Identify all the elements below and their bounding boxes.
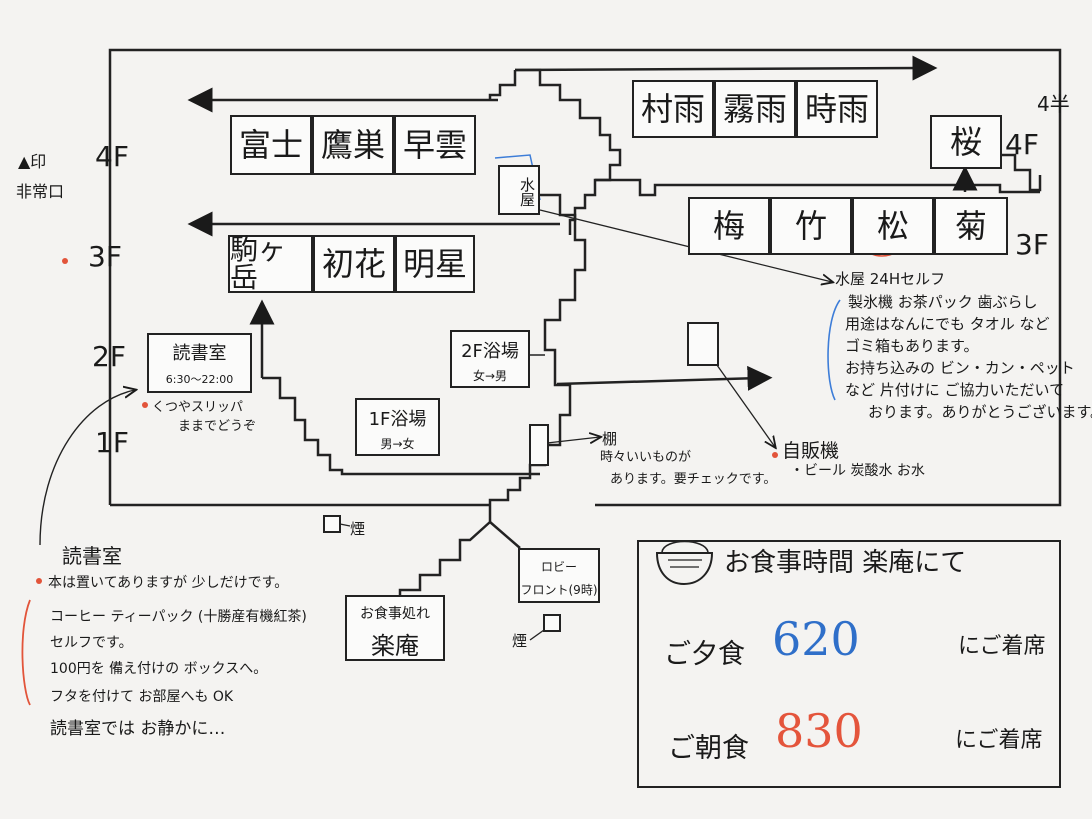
mizuya-line-5: など 片付けに ご協力いただいて bbox=[845, 381, 1065, 399]
dinner-label: ご夕食 bbox=[664, 639, 745, 670]
vending-title: 自販機 bbox=[782, 440, 840, 462]
reading-notes-title: 読書室 bbox=[62, 544, 122, 568]
room-kiku: 菊 bbox=[934, 197, 1008, 255]
mizuya-line-1: 製氷機 お茶パック 歯ぶらし bbox=[848, 293, 1038, 311]
dinner-suffix: にご着席 bbox=[958, 634, 1046, 659]
bath-1f-name: 1F浴場 bbox=[368, 409, 427, 430]
staircase-right bbox=[515, 68, 622, 235]
bath-1f-sub: 男→女 bbox=[380, 437, 415, 451]
room-myojo: 明星 bbox=[395, 235, 475, 293]
room-fuji: 富士 bbox=[230, 115, 312, 175]
arrow-4f-right bbox=[514, 55, 938, 81]
mizuya-line-3: ゴミ箱もあります。 bbox=[845, 337, 979, 355]
reading-notes-line-1: 本は置いてありますが 少しだけです。 bbox=[48, 575, 289, 591]
red-mark-reading bbox=[142, 402, 148, 408]
emergency-exit-label: 非常口 bbox=[16, 182, 65, 201]
reading-note-pointer bbox=[39, 390, 135, 546]
mizuya-title: 水屋 24Hセルフ bbox=[835, 270, 946, 288]
red-mark-3f bbox=[62, 258, 68, 264]
room-hatsuhana: 初花 bbox=[313, 235, 395, 293]
red-mark-vending bbox=[772, 452, 778, 458]
breakfast-label: ご朝食 bbox=[668, 733, 749, 764]
bath-1f-box: 1F浴場 男→女 bbox=[355, 398, 440, 456]
room-ume: 梅 bbox=[688, 197, 770, 255]
bath-2f-sub: 女→男 bbox=[472, 369, 508, 383]
red-mark-notes bbox=[36, 578, 42, 584]
blue-bracket bbox=[827, 299, 841, 401]
mizuya-pointer bbox=[539, 209, 832, 282]
building-outline bbox=[108, 48, 1062, 507]
floor-label-1f: 1F bbox=[95, 426, 129, 459]
shelf-title: 棚 bbox=[602, 430, 618, 448]
dining-line-2: 楽庵 bbox=[371, 632, 419, 660]
room-murasame: 村雨 bbox=[632, 80, 714, 138]
smoking-label-2: 煙 bbox=[512, 632, 528, 650]
floor-label-2f: 2F bbox=[92, 340, 126, 373]
lobby-line-2: フロント(9時) bbox=[520, 583, 598, 597]
lobby-box: ロビー フロント(9時) bbox=[518, 548, 600, 603]
smoking-label-1: 煙 bbox=[350, 520, 366, 538]
floor-label-4f: 4F bbox=[95, 140, 129, 173]
dining-box: お食事処れ 楽庵 bbox=[345, 595, 445, 661]
reading-notes-line-5: フタを付けて お部屋へも OK bbox=[50, 689, 234, 705]
staircase-upper-left bbox=[488, 70, 517, 100]
room-sakura: 桜 bbox=[930, 115, 1002, 169]
mizuya-line-6: おります。ありがとうございます。 bbox=[868, 403, 1092, 421]
shelf-pointer bbox=[546, 437, 600, 443]
room-komagatake: 駒ヶ岳 bbox=[228, 235, 313, 293]
smoking-box-2 bbox=[543, 614, 561, 632]
bath-2f-name: 2F浴場 bbox=[461, 341, 519, 362]
room-kirisame: 霧雨 bbox=[714, 80, 796, 138]
mizuya-line-2: 用途はなんにでも タオル など bbox=[845, 315, 1050, 333]
room-matsu: 松 bbox=[852, 197, 934, 255]
shelf-line-1: 時々いいものが bbox=[600, 450, 692, 465]
smoking-box-1 bbox=[323, 515, 341, 533]
shelf-box bbox=[529, 424, 549, 466]
mizuya-box: 水屋 bbox=[498, 165, 540, 215]
smoking-tick-2 bbox=[529, 629, 545, 641]
staircase-lower bbox=[262, 376, 540, 476]
reading-notes-line-3: セルフです。 bbox=[50, 635, 133, 651]
floor-label-4half: 4半 bbox=[1037, 92, 1070, 116]
lobby-line-1: ロビー bbox=[540, 560, 577, 574]
vending-pointer bbox=[711, 357, 775, 447]
mizuya-line-4: お持ち込みの ビン・カン・ペット bbox=[845, 359, 1075, 377]
reading-room-note-2: ままでどうぞ bbox=[178, 419, 257, 434]
staircase-dining bbox=[398, 498, 497, 598]
vending-box bbox=[687, 322, 719, 366]
dining-line-1: お食事処れ bbox=[360, 606, 430, 622]
branch-lobby bbox=[489, 521, 521, 549]
room-takanosu: 鷹巣 bbox=[312, 115, 394, 175]
room-hayakumo: 早雲 bbox=[394, 115, 476, 175]
staircase-mid bbox=[595, 178, 1040, 197]
meal-title: お食事時間 楽庵にて bbox=[718, 542, 973, 579]
reading-room-note-1: くつやスリッパ bbox=[152, 400, 244, 415]
smoking-tick-1 bbox=[339, 523, 351, 527]
shelf-line-2: あります。要チェックです。 bbox=[610, 472, 777, 487]
floor-label-3f: 3F bbox=[88, 240, 122, 273]
emergency-mark: ▲印 bbox=[18, 152, 47, 171]
staircase-left bbox=[497, 193, 587, 502]
room-take: 竹 bbox=[770, 197, 852, 255]
bath-2f-box: 2F浴場 女→男 bbox=[450, 330, 530, 388]
reading-notes-line-4: 100円を 備え付けの ボックスへ。 bbox=[50, 661, 268, 677]
room-shigure: 時雨 bbox=[796, 80, 878, 138]
floor-label-4f-right: 4F bbox=[1005, 128, 1039, 161]
floor-label-3f-right: 3F bbox=[1015, 228, 1049, 261]
red-bracket bbox=[21, 599, 31, 706]
dinner-time: 620 bbox=[772, 612, 860, 666]
reading-room-hours: 6:30〜22:00 bbox=[165, 373, 234, 386]
reading-notes-line-2: コーヒー ティーパック (十勝産有機紅茶) bbox=[50, 609, 307, 625]
vending-sub: ・ビール 炭酸水 お水 bbox=[790, 463, 925, 479]
reading-room-box: 読書室 6:30〜22:00 bbox=[147, 333, 252, 393]
meal-time-panel bbox=[637, 540, 1061, 788]
breakfast-suffix: にご着席 bbox=[955, 728, 1043, 753]
breakfast-time: 830 bbox=[775, 704, 863, 758]
reading-room-name: 読書室 bbox=[172, 343, 227, 364]
reading-notes-line-6: 読書室では お静かに… bbox=[50, 719, 226, 739]
